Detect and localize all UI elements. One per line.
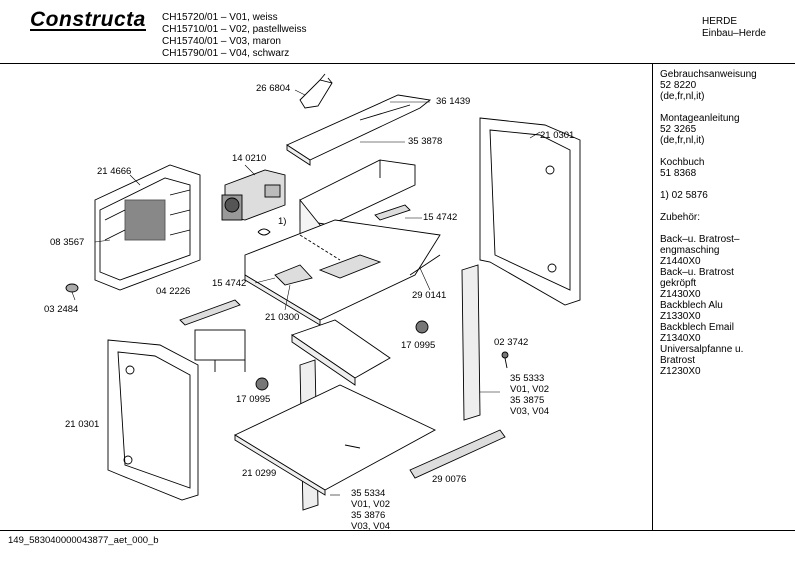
sidebar-line: Universalpfanne u.: [660, 344, 744, 355]
label-214666: 21 4666: [97, 166, 132, 177]
sidebar-line: Back–u. Bratrost: [660, 267, 734, 278]
part-tray-upper: [291, 319, 391, 386]
part-top-cover-361439: [286, 94, 432, 166]
sidebar-line: Z1330X0: [660, 311, 701, 322]
label-140210: 14 0210: [232, 153, 267, 164]
sidebar-line: Backblech Email: [660, 322, 734, 333]
label-023742: 02 3742: [494, 337, 529, 348]
sidebar-line: Gebrauchsanweisung: [660, 69, 757, 80]
sidebar-line: 51 8368: [660, 168, 697, 179]
label-353875-variants: V03, V04: [510, 406, 550, 417]
category: HERDE Einbau–Herde: [702, 16, 766, 40]
brand-logo: Constructa: [30, 8, 146, 31]
category-line: HERDE: [702, 16, 738, 27]
label-355333: 35 5333: [510, 373, 545, 384]
sidebar-line: 1) 02 5876: [660, 190, 708, 201]
document-code: 149_583040000043877_aet_000_b: [8, 535, 159, 546]
label-083567: 08 3567: [50, 237, 85, 248]
label-042226: 04 2226: [156, 286, 191, 297]
label-353875: 35 3875: [510, 395, 545, 406]
part-trim-290076: [409, 429, 506, 479]
label-355333-variants: V01, V02: [510, 384, 550, 395]
part-rail-290141: [409, 254, 441, 276]
label-353878: 35 3878: [408, 136, 443, 147]
label-170995-right: 17 0995: [401, 340, 436, 351]
divider-top: [0, 63, 795, 64]
label-154742-bottom: 15 4742: [212, 278, 247, 289]
part-screw-023742: [501, 351, 509, 369]
model-line: CH15790/01 – V04, schwarz: [162, 48, 290, 59]
part-bracket-266804: [299, 73, 333, 109]
label-210299: 21 0299: [242, 468, 277, 479]
sidebar-line: (de,fr,nl,it): [660, 91, 705, 102]
leader-lines: [71, 89, 541, 496]
part-lamp-170995b: [255, 377, 269, 391]
part-motor-140210: [221, 169, 286, 221]
label-353876: 35 3876: [351, 510, 386, 521]
part-clip-025876: [257, 228, 271, 236]
label-266804: 26 6804: [256, 83, 291, 94]
part-side-panel-210301b: [107, 339, 199, 501]
sidebar-line: Z1430X0: [660, 289, 701, 300]
part-rail-154742b: [274, 264, 313, 286]
sidebar-line: Zubehör:: [660, 212, 701, 223]
divider-bottom: [0, 530, 795, 531]
part-side-rail-355333: [461, 264, 481, 421]
label-290141: 29 0141: [412, 290, 447, 301]
model-line: CH15710/01 – V02, pastellweiss: [162, 24, 307, 35]
category-line: Einbau–Herde: [702, 28, 766, 39]
label-210301-bottom: 21 0301: [65, 419, 100, 430]
sidebar-line: engmasching: [660, 245, 720, 256]
sidebar-line: Back–u. Bratrost–: [660, 234, 740, 245]
part-grille-042226: [179, 299, 246, 372]
label-355334: 35 5334: [351, 488, 386, 499]
part-floor-210300: [244, 219, 441, 326]
sidebar-line: 52 3265: [660, 124, 697, 135]
part-rail-154742a: [374, 204, 411, 221]
sidebar-line: gekröpft: [660, 278, 697, 289]
part-bottom-210299: [234, 384, 436, 496]
divider-side: [652, 63, 653, 530]
label-032484: 03 2484: [44, 304, 79, 315]
label-210301-top: 21 0301: [540, 130, 575, 141]
label-355334-variants: V01, V02: [351, 499, 391, 510]
label-170995-left: 17 0995: [236, 394, 271, 405]
sidebar-line: Z1230X0: [660, 366, 701, 377]
sidebar-line: Z1340X0: [660, 333, 701, 344]
sidebar-line: Z1440X0: [660, 256, 701, 267]
sidebar-line: Kochbuch: [660, 157, 705, 168]
label-353876-variants: V03, V04: [351, 521, 391, 532]
part-knob-032484: [65, 283, 79, 293]
label-note-1: 1): [278, 216, 287, 227]
model-line: CH15720/01 – V01, weiss: [162, 12, 278, 23]
model-list: CH15720/01 – V01, weiss CH15710/01 – V02…: [162, 12, 307, 60]
model-line: CH15740/01 – V03, maron: [162, 36, 281, 47]
label-210300: 21 0300: [265, 312, 300, 323]
part-lamp-170995a: [415, 320, 429, 334]
part-rear-panel-214666: [94, 164, 201, 291]
sidebar-line: Backblech Alu: [660, 300, 723, 311]
label-154742-top: 15 4742: [423, 212, 458, 223]
sidebar-line: Bratrost: [660, 355, 696, 366]
sidebar-line: Montageanleitung: [660, 113, 740, 124]
sidebar-line: (de,fr,nl,it): [660, 135, 705, 146]
part-side-panel-210301a: [479, 117, 581, 306]
label-290076: 29 0076: [432, 474, 467, 485]
label-361439: 36 1439: [436, 96, 471, 107]
sidebar-line: 52 8220: [660, 80, 697, 91]
